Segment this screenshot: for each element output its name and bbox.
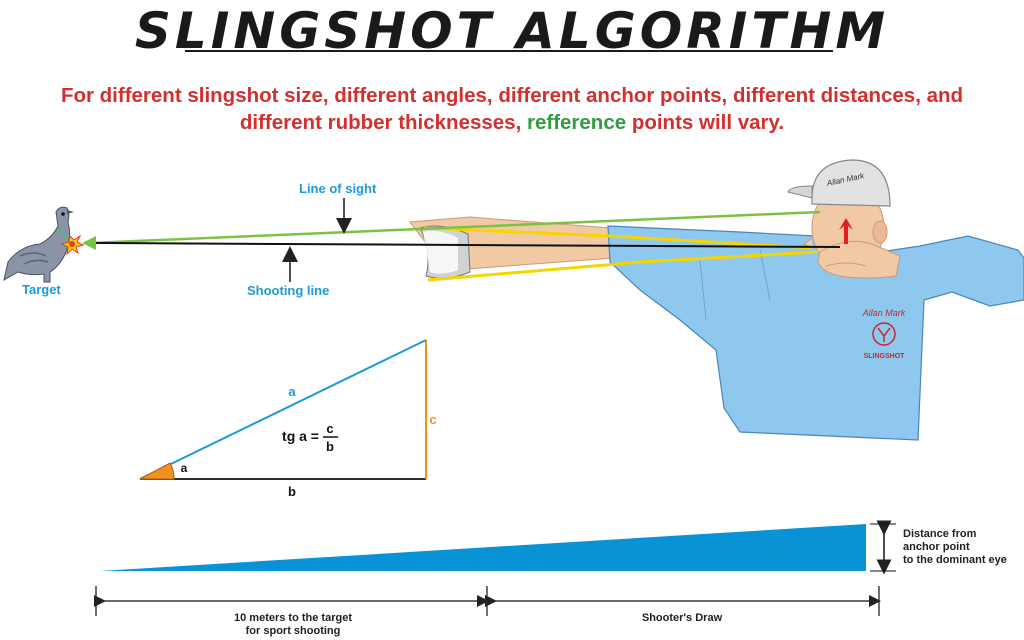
range-label: 10 meters to the target for sport shooti… xyxy=(195,612,391,638)
subtitle-line-2-start: different rubber thicknesses, xyxy=(239,111,527,134)
eye-arrow xyxy=(839,218,853,244)
pigeon-target-icon xyxy=(3,206,74,283)
impact-burst-icon xyxy=(60,234,85,256)
subtitle-highlight-word: refference xyxy=(526,111,627,134)
distance-note-line-3: to the dominant eye xyxy=(903,554,1007,566)
cap xyxy=(811,159,891,207)
drawing-hand xyxy=(817,240,901,279)
shirt-logo-text: SLINGSHOT xyxy=(864,353,906,360)
formula-denominator: b xyxy=(326,439,334,454)
triangle-label-c: c xyxy=(429,412,436,427)
draw-label: Shooter's Draw xyxy=(641,612,723,624)
triangle-angle-label: a xyxy=(181,461,188,475)
shirt-brand-text: Allan Mark xyxy=(862,308,906,318)
distance-note: Distance from anchor point to the domina… xyxy=(903,528,1007,567)
subtitle-line-1: For different slingshot size, different … xyxy=(60,84,964,107)
range-label-line-1: 10 meters to the target xyxy=(234,612,352,624)
sight-arrowhead xyxy=(82,236,96,250)
tangent-triangle xyxy=(139,339,427,480)
target-label: Target xyxy=(22,282,61,297)
subtitle-line-2: different rubber thicknesses, refference… xyxy=(0,111,1024,135)
line-of-sight xyxy=(89,210,821,245)
distance-note-line-1: Distance from xyxy=(903,528,977,540)
formula-numerator: c xyxy=(326,421,333,436)
subtitle-line-2-end: points will vary. xyxy=(626,111,785,134)
rubber-band-lower xyxy=(427,250,819,282)
rubber-band-upper xyxy=(423,226,813,250)
shooting-line xyxy=(95,242,841,248)
title-underline xyxy=(185,50,833,52)
triangle-label-b: b xyxy=(288,484,296,499)
triangle-side-a xyxy=(139,339,427,480)
cap-brim xyxy=(787,185,813,199)
shirt xyxy=(607,225,1024,441)
shooting-line-label: Shooting line xyxy=(247,283,330,298)
range-label-line-2: for sport shooting xyxy=(245,625,341,637)
line-of-sight-label: Line of sight xyxy=(299,181,377,196)
shirt-logo-icon xyxy=(872,322,896,346)
triangle-angle-marker xyxy=(139,462,175,480)
distance-note-line-2: anchor point xyxy=(903,541,970,553)
distance-wedge xyxy=(100,524,866,571)
shooter-figure: Allan Mark Allan Mark SLINGSHOT xyxy=(409,159,1024,441)
formula-prefix: tg a = xyxy=(282,428,319,444)
triangle-label-a: a xyxy=(288,384,296,399)
